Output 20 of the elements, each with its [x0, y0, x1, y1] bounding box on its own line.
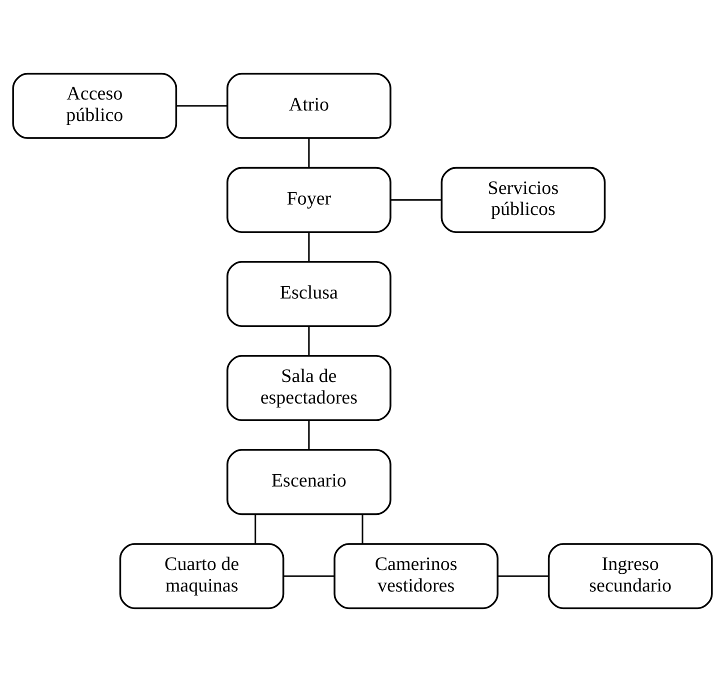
node-box: Atrio: [226, 72, 392, 138]
connector: [308, 232, 310, 262]
connector: [283, 574, 334, 576]
connector: [176, 104, 228, 106]
connector: [390, 198, 442, 200]
node-box: Esclusa: [226, 260, 392, 327]
node-box: Servicios públicos: [440, 166, 606, 232]
node-box: Cuarto de maquinas: [119, 542, 284, 609]
connector: [308, 420, 310, 450]
node-box: Foyer: [226, 166, 392, 232]
connector: [254, 514, 256, 544]
node-box: Acceso público: [12, 72, 178, 138]
connector: [308, 326, 310, 356]
node-box: Camerinos vestidores: [334, 542, 498, 609]
connector: [362, 514, 364, 544]
connector: [308, 138, 310, 168]
node-box: Sala de espectadores: [226, 354, 392, 421]
node-box: Escenario: [226, 448, 392, 515]
connector: [498, 574, 549, 576]
node-box: Ingreso secundario: [548, 542, 713, 609]
